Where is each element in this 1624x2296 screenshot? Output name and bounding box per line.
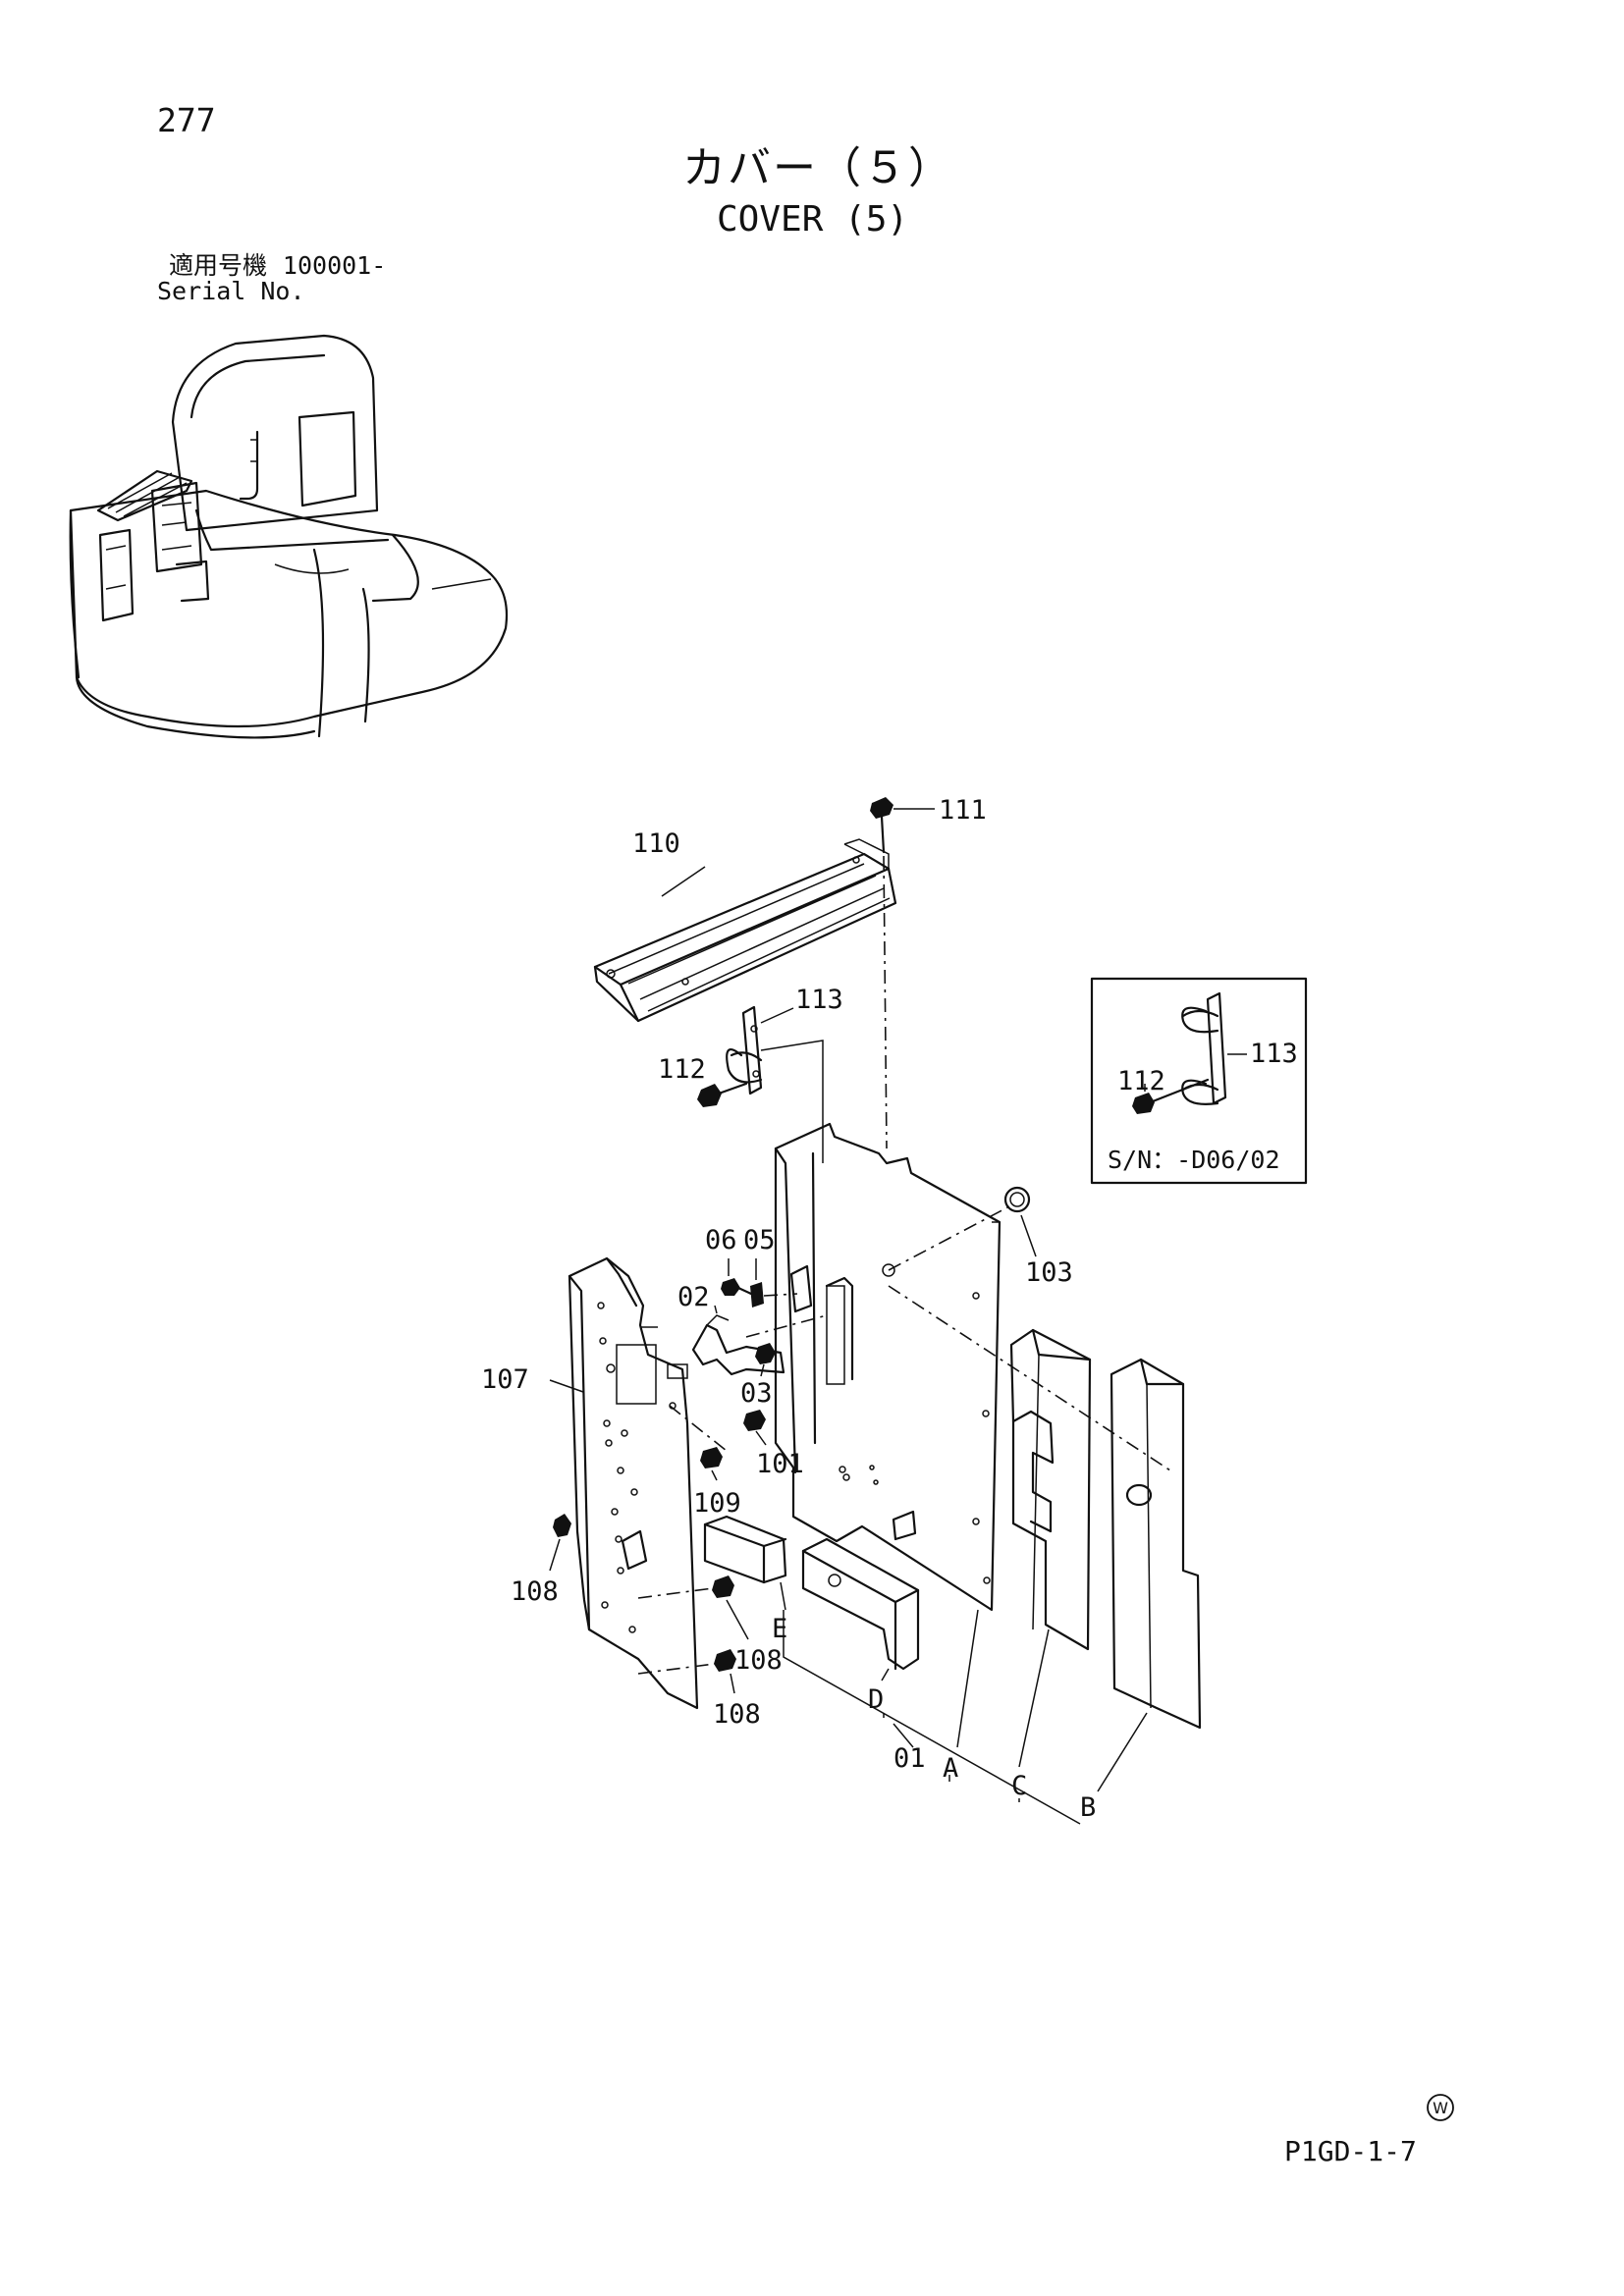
serial-value: 100001-: [282, 251, 387, 280]
leader-a: [956, 1609, 979, 1748]
part-a-main-panel: [774, 1122, 1001, 1612]
callout-110: 110: [632, 828, 680, 859]
part-107-side-panel: [549, 1256, 699, 1710]
callout-107: 107: [481, 1364, 529, 1395]
callout-108-lower: 108: [713, 1699, 761, 1730]
part-112-bolt: [697, 1082, 748, 1107]
part-06-bolt: [721, 1278, 753, 1296]
inset-variant-box: [1090, 977, 1308, 1185]
part-03-bolt: [755, 1343, 776, 1377]
callout-103: 103: [1025, 1257, 1073, 1288]
part-111-bolt: [870, 797, 935, 854]
callout-112: 112: [658, 1054, 706, 1085]
page-code: P1GD-1-7: [1284, 2135, 1417, 2167]
callout-01: 01: [893, 1743, 926, 1774]
callout-05: 05: [743, 1225, 776, 1255]
callout-02: 02: [677, 1282, 710, 1312]
part-113-clamp: [726, 1005, 794, 1095]
alignment-line-b: [888, 1285, 1174, 1473]
part-110-top-channel: [593, 838, 897, 1023]
callout-c: C: [1011, 1771, 1027, 1801]
serial-applicability: 適用号機 100001-: [169, 253, 386, 278]
callout-a: A: [943, 1753, 958, 1784]
page-number: 277: [157, 101, 216, 139]
part-c-insulation: [1009, 1328, 1092, 1768]
inset-callout-113: 113: [1250, 1039, 1298, 1069]
page-title-japanese: カバー（５）: [682, 143, 953, 193]
callout-e: E: [772, 1614, 787, 1644]
part-d-pad: [801, 1537, 920, 1682]
part-101-bolt: [743, 1410, 767, 1446]
callout-101: 101: [756, 1449, 804, 1479]
w-circle-mark: W: [1427, 2094, 1454, 2121]
part-05-clip: [750, 1282, 764, 1308]
serial-label-english: Serial No.: [157, 277, 305, 305]
alignment-line-02: [745, 1314, 828, 1338]
callout-06: 06: [705, 1225, 737, 1255]
inset-callout-112: 112: [1117, 1066, 1165, 1096]
callout-b: B: [1080, 1792, 1096, 1823]
alignment-line-103: [888, 1204, 1012, 1271]
machine-overview-sketch: [69, 334, 509, 739]
part-b-insulation: [1097, 1358, 1202, 1792]
callout-108-left: 108: [511, 1576, 559, 1607]
alignment-line-111: [883, 855, 888, 1149]
callout-111: 111: [939, 795, 987, 826]
leader-113-to-panel: [760, 1040, 824, 1163]
part-108-nut-left: [549, 1514, 571, 1572]
inset-serial-note: S/N：-D06/02: [1108, 1146, 1280, 1174]
assembly-01-bracket-lines: [783, 1610, 1081, 1825]
part-108-bolt-lower: [714, 1649, 736, 1694]
alignment-line-108-lower: [637, 1663, 716, 1675]
callout-03: 03: [740, 1378, 773, 1409]
alignment-line-05: [763, 1293, 798, 1297]
callout-109: 109: [693, 1488, 741, 1519]
part-02-bracket: [691, 1305, 785, 1376]
alignment-line-109: [669, 1405, 728, 1452]
leader-110: [661, 866, 706, 897]
page-title-english: COVER (5): [717, 199, 909, 240]
serial-label-japanese: 適用号機: [169, 251, 268, 280]
callout-d: D: [868, 1684, 884, 1715]
part-108-bolt-middle: [712, 1575, 749, 1640]
part-109-bolt: [700, 1447, 723, 1481]
w-mark-letter: W: [1433, 2099, 1448, 2117]
alignment-line-108-middle: [637, 1587, 714, 1599]
callout-113: 113: [795, 985, 843, 1015]
callout-108-middle: 108: [734, 1645, 783, 1676]
part-103-grommet: [1003, 1186, 1037, 1257]
part-e-strip-pad: [703, 1515, 787, 1611]
